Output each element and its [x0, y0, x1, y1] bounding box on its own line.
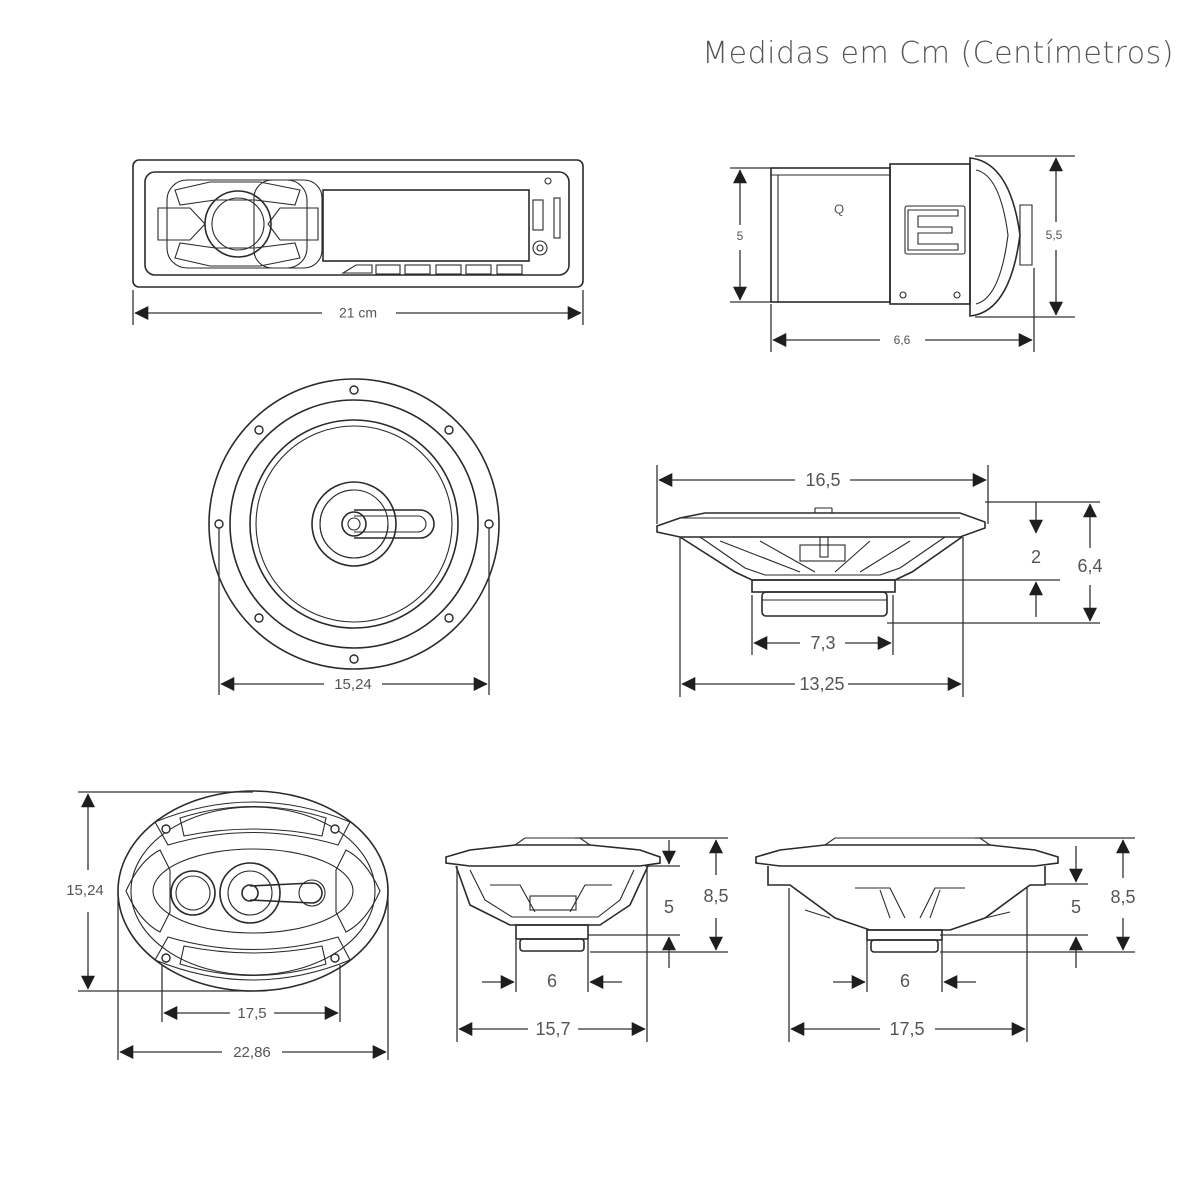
oval-b-height-label: 8,5	[1110, 887, 1135, 907]
oval-height-label: 15,24	[66, 882, 104, 899]
radio-height-label: 5	[737, 229, 744, 243]
radio-front-height-label: 5,5	[1046, 228, 1063, 242]
round-depth-label: 2	[1031, 547, 1041, 567]
oval-a-height-label: 8,5	[703, 886, 728, 906]
round-cone-width-label: 13,25	[799, 674, 844, 694]
radio-side-view: Q 5 5,5 6,6	[730, 155, 1075, 352]
round-width-label: 15,24	[334, 676, 372, 693]
oval-a-depth-label: 5	[664, 897, 674, 917]
round-speaker-front-view: 15,24	[208, 378, 500, 695]
round-total-height-label: 6,4	[1077, 556, 1102, 576]
oval-a-magnet-label: 6	[547, 971, 557, 991]
oval-b-depth-label: 5	[1071, 897, 1081, 917]
oval-hole-spacing-label: 17,5	[237, 1005, 266, 1022]
round-speaker-side-view: 16,5 2 6,4 7,3 13,25	[656, 465, 1103, 697]
radio-front-view: 21 cm	[132, 159, 584, 325]
oval-speaker-side-b-view: 8,5 5 6 17,5	[755, 837, 1136, 1042]
oval-width-label: 22,86	[233, 1044, 271, 1061]
oval-a-width-label: 15,7	[535, 1019, 570, 1039]
oval-speaker-front-view: 15,24 17,5 22,86	[66, 790, 389, 1061]
radio-depth-label: 6,6	[894, 333, 911, 347]
radio-logo-label: Q	[834, 201, 844, 216]
round-outer-width-label: 16,5	[805, 470, 840, 490]
oval-b-magnet-label: 6	[900, 971, 910, 991]
round-magnet-width-label: 7,3	[810, 633, 835, 653]
oval-b-width-label: 17,5	[889, 1019, 924, 1039]
page-title: Medidas em Cm (Centímetros)	[702, 36, 1174, 71]
radio-width-label: 21 cm	[339, 305, 377, 321]
oval-speaker-side-a-view: 8,5 5 6 15,7	[445, 837, 729, 1042]
